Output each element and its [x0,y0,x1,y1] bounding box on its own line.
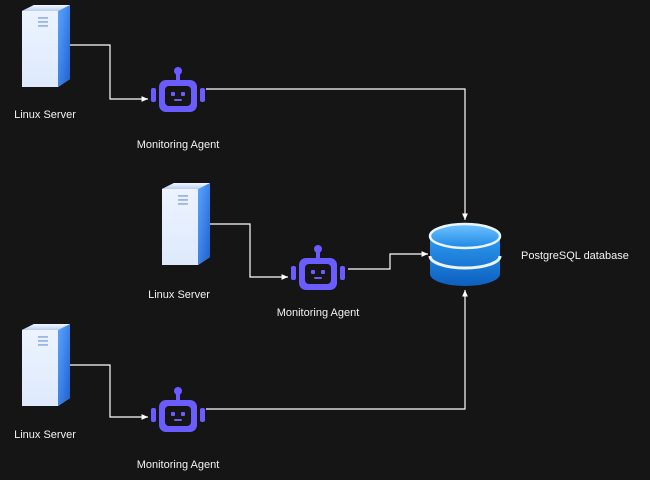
edge-server2-agent2 [210,223,288,280]
edge-agent3-database [206,290,468,410]
agent-3-label: Monitoring Agent [136,459,220,471]
server-icon [22,324,70,406]
edge-agent2-database [348,251,428,270]
server-3-label: Linux Server [14,429,76,441]
server-icon [22,5,70,87]
robot-icon [291,245,345,290]
edge-server3-agent3 [70,364,148,420]
server-1-label: Linux Server [14,109,76,121]
edge-agent1-database [206,88,468,220]
edge-server1-agent1 [70,44,148,102]
server-icon [162,183,210,265]
connectors [70,44,468,420]
database-icon [428,222,502,286]
agent-2-label: Monitoring Agent [276,307,360,319]
server-2-label: Linux Server [148,289,210,301]
robot-icon [151,387,205,432]
robot-icon [151,67,205,112]
agent-1-label: Monitoring Agent [136,139,220,151]
database-label: PostgreSQL database [521,250,629,262]
